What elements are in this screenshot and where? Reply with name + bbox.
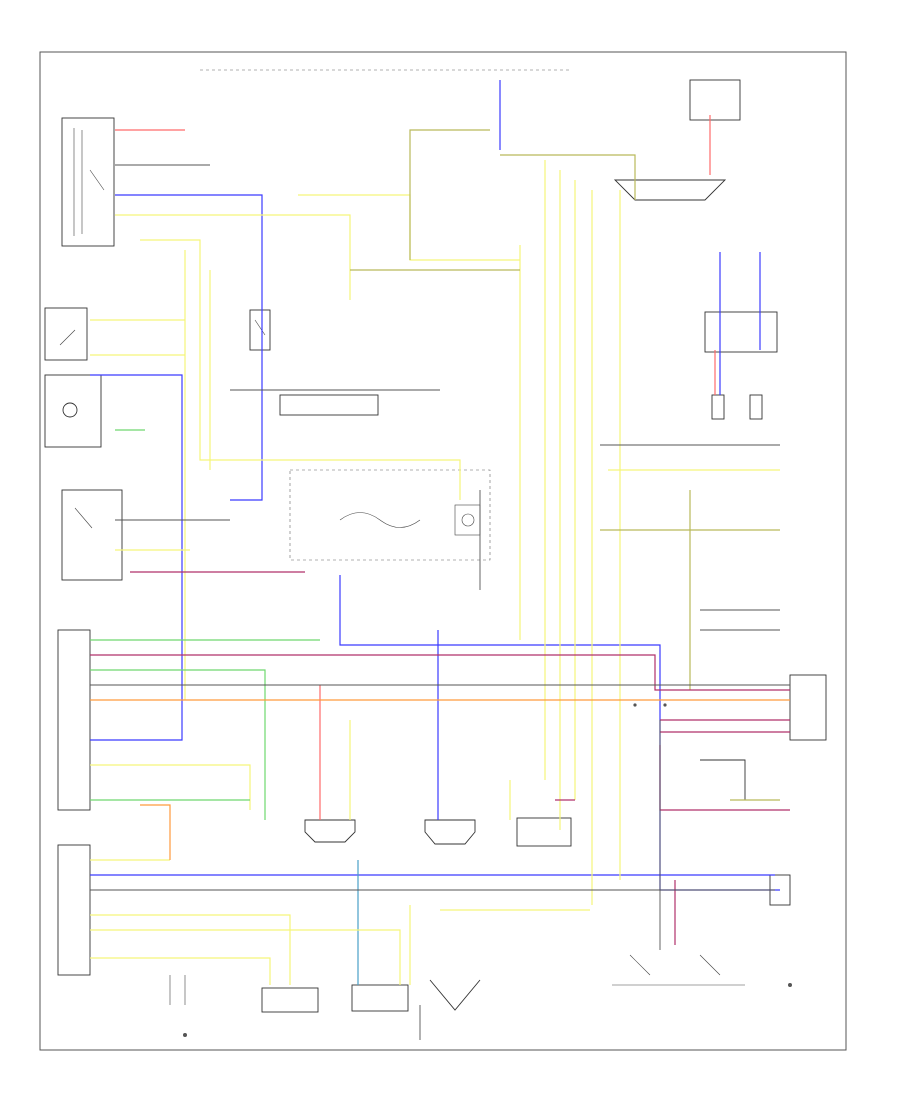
orange-wires xyxy=(90,699,790,860)
magenta-wires xyxy=(90,571,790,945)
red-wires xyxy=(115,115,716,820)
right-top-fuse-box xyxy=(689,79,741,121)
ac-control-connector-b xyxy=(57,844,91,976)
engine-ecu-block xyxy=(279,394,379,416)
blower-motor xyxy=(44,374,102,448)
front-heater-block xyxy=(61,117,115,247)
right-bottom-switch xyxy=(612,874,791,986)
right-relay-module xyxy=(704,311,778,353)
ac-control-connector-a xyxy=(57,629,91,811)
sensor-bottom-2 xyxy=(424,819,476,845)
olive-wires xyxy=(350,129,780,801)
green-wires xyxy=(90,429,320,820)
blue-wires xyxy=(90,80,780,891)
right-connector-block xyxy=(789,674,827,741)
bottom-combination-switch xyxy=(261,987,319,1013)
ground-symbols xyxy=(183,703,792,1037)
right-top-relay xyxy=(613,179,727,201)
sensor-bottom-3 xyxy=(516,817,572,847)
front-heater-motor xyxy=(61,489,123,581)
left-switch-block xyxy=(44,307,88,361)
bottom-sensor-tri xyxy=(429,979,481,1011)
black-wires xyxy=(90,164,790,1040)
bottom-left-switch xyxy=(169,975,186,1005)
yellow-wires xyxy=(90,160,780,985)
compressor-relay-box xyxy=(289,469,491,561)
center-relay xyxy=(249,309,271,351)
right-temp-sensors xyxy=(711,394,763,420)
sensor-bottom-1 xyxy=(304,819,356,843)
right-mode-control-motor xyxy=(700,759,746,800)
diagram-frame xyxy=(39,51,847,1051)
bottom-switch-2 xyxy=(351,984,409,1012)
